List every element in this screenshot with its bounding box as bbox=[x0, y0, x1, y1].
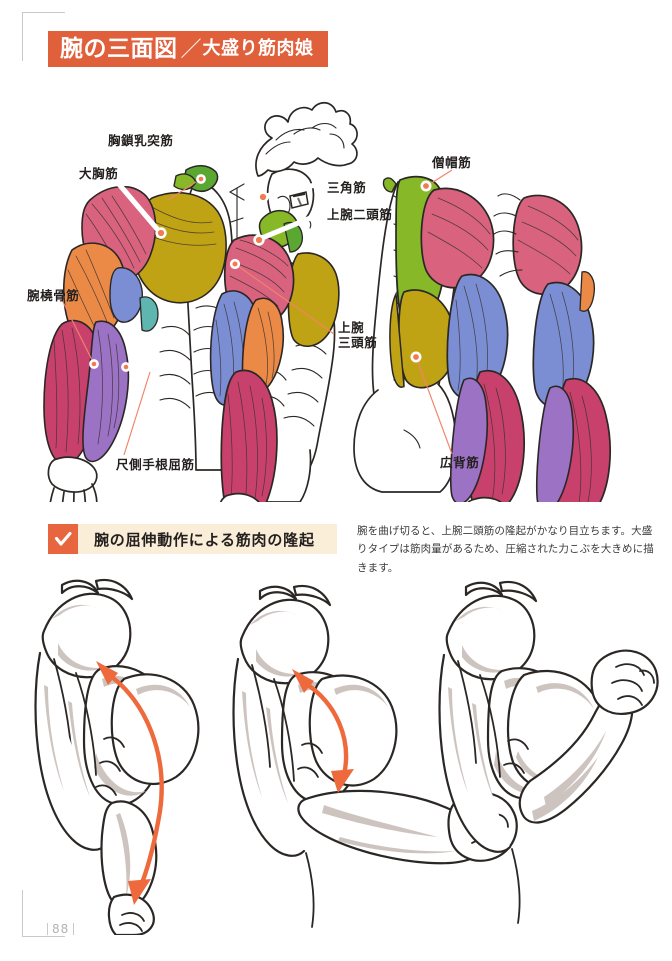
leader-lines bbox=[61, 169, 453, 456]
anatomy-illustration: .ol { fill:none; stroke:#2b2725; stroke-… bbox=[43, 101, 611, 502]
section-title-sub: 大盛り筋肉娘 bbox=[202, 38, 314, 59]
label-latissimus-dorsi: 広背筋 bbox=[440, 455, 480, 470]
leader-dot-pectoralis bbox=[155, 227, 167, 239]
figure-back-view-arm bbox=[493, 193, 611, 502]
page-number-group: 88 bbox=[43, 922, 78, 936]
page-number: 88 bbox=[52, 922, 70, 936]
label-biceps-brachii: 上腕二頭筋 bbox=[327, 207, 393, 222]
corner-bracket-top-left bbox=[22, 12, 65, 61]
section-title-separator: ／ bbox=[180, 36, 202, 61]
label-flexor-carpi-ulnaris: 尺側手根屈筋 bbox=[116, 457, 195, 472]
label-pectoralis-major: 大胸筋 bbox=[79, 166, 119, 181]
page-number-tick-left bbox=[47, 923, 48, 935]
anatomy-figure-area: .ol { fill:none; stroke:#2b2725; stroke-… bbox=[0, 72, 672, 502]
label-trapezius: 僧帽筋 bbox=[432, 155, 472, 170]
label-triceps-brachii: 上腕 三頭筋 bbox=[338, 320, 377, 351]
muscle-flexor-carpi-ulnaris bbox=[82, 320, 130, 463]
arm-extended bbox=[34, 578, 200, 935]
leader-dot-triceps bbox=[229, 258, 241, 270]
flex-arrow-head-down bbox=[128, 879, 151, 905]
arm-flex-figure-area: .aol { fill:#ffffff; stroke:#2b2725; str… bbox=[0, 575, 672, 935]
flex-arrow-short bbox=[302, 680, 349, 778]
leader-dot-latissimus bbox=[410, 351, 422, 363]
flex-arrow-head-down-2 bbox=[331, 769, 354, 793]
section-two-title: 腕の屈伸動作による筋肉の隆起 bbox=[78, 524, 337, 554]
check-icon bbox=[48, 524, 78, 554]
figure-side-view bbox=[209, 101, 358, 502]
leader-dot-brachioradialis bbox=[89, 359, 99, 369]
label-triceps-line-2: 三頭筋 bbox=[338, 335, 378, 351]
section-title-main: 腕の三面図 bbox=[60, 35, 178, 62]
arm-full-flex bbox=[438, 580, 659, 924]
label-sternocleidomastoid: 胸鎖乳突筋 bbox=[108, 133, 174, 148]
label-triceps-line-1: 上腕 bbox=[338, 320, 365, 335]
page-number-tick-right bbox=[73, 923, 75, 935]
muscle-pectoralis-side bbox=[287, 252, 340, 347]
label-brachioradialis: 腕橈骨筋 bbox=[27, 288, 80, 303]
leader-dot-biceps bbox=[253, 234, 265, 246]
figure-back-view-body bbox=[353, 175, 525, 502]
corner-bracket-bottom-left bbox=[22, 890, 65, 937]
section-title-banner: 腕の三面図 ／ 大盛り筋肉娘 bbox=[48, 31, 328, 67]
character-head bbox=[255, 101, 358, 229]
flex-arrow-head-up-2 bbox=[292, 669, 314, 693]
label-deltoid: 三角筋 bbox=[327, 180, 367, 195]
section-two-body-text: 腕を曲げ切ると、上腕二頭筋の隆起がかなり目立ちます。大盛りタイプは筋肉量があるた… bbox=[357, 525, 654, 574]
muscle-forearm-purple-arm bbox=[535, 385, 575, 502]
muscle-deltoid-back bbox=[420, 187, 495, 289]
flex-arrow-long bbox=[106, 672, 164, 886]
muscle-deltoid-arm bbox=[512, 194, 583, 296]
section-two-header: 腕の屈伸動作による筋肉の隆起 bbox=[48, 524, 337, 554]
arm-flex-illustration: .aol { fill:#ffffff; stroke:#2b2725; str… bbox=[34, 578, 659, 935]
leader-dot-trapezius bbox=[420, 180, 432, 192]
leader-dot-flexor-carpi-ulnaris bbox=[121, 362, 131, 372]
leader-dot-deltoid bbox=[257, 191, 269, 203]
leader-dot-sternocleidomastoid bbox=[196, 174, 206, 184]
flex-arrow-head-up bbox=[96, 661, 118, 685]
muscle-forearm-side bbox=[220, 369, 278, 502]
